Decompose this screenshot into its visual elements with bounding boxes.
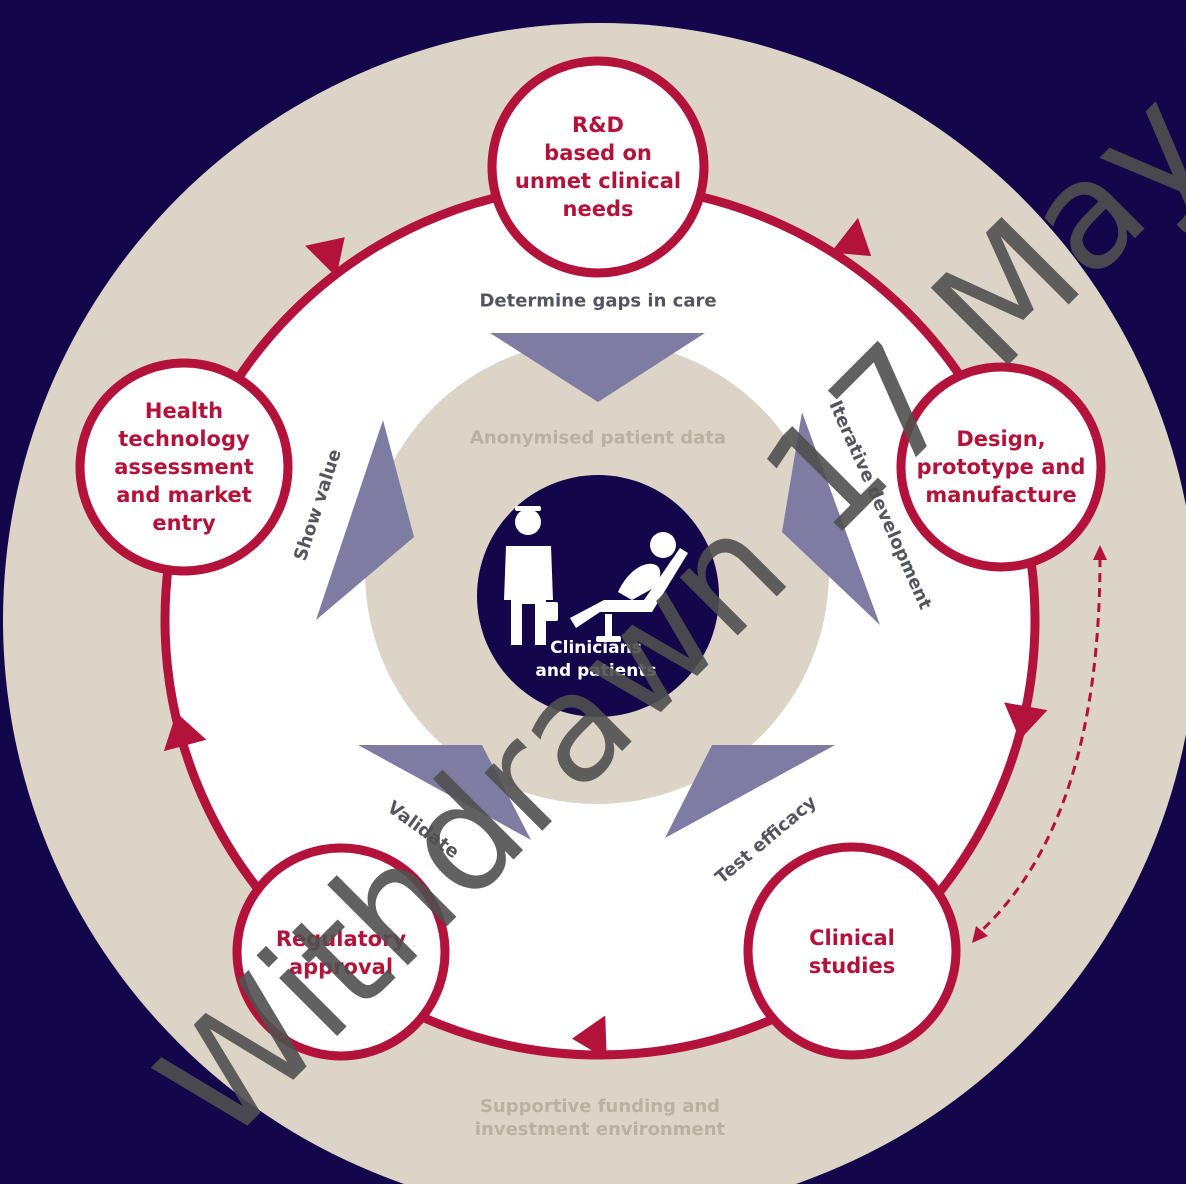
dashed-arrow-top [1093,545,1107,560]
node-hta-circle [75,358,293,576]
node-design-circle [896,362,1106,572]
node-regulatory-circle [232,843,450,1061]
cycle-arrow-3 [572,1015,607,1060]
node-rd-circle [487,56,709,278]
triangle-iterative [782,412,880,625]
triangle-show [316,420,414,620]
dashed-arrow-bottom [972,926,988,943]
triangle-validate [358,745,531,840]
cycle-arrow-1 [830,217,872,257]
cycle-arrow-2 [1004,702,1048,740]
triangle-test [665,745,835,838]
node-clinical-circle [743,842,961,1060]
clinician-icon [504,506,558,645]
dashed-connector [978,557,1102,934]
triangle-determine [490,333,705,402]
patient-icon [570,532,688,642]
cycle-arrow-4 [163,712,207,752]
cycle-arrow-5 [305,237,345,277]
